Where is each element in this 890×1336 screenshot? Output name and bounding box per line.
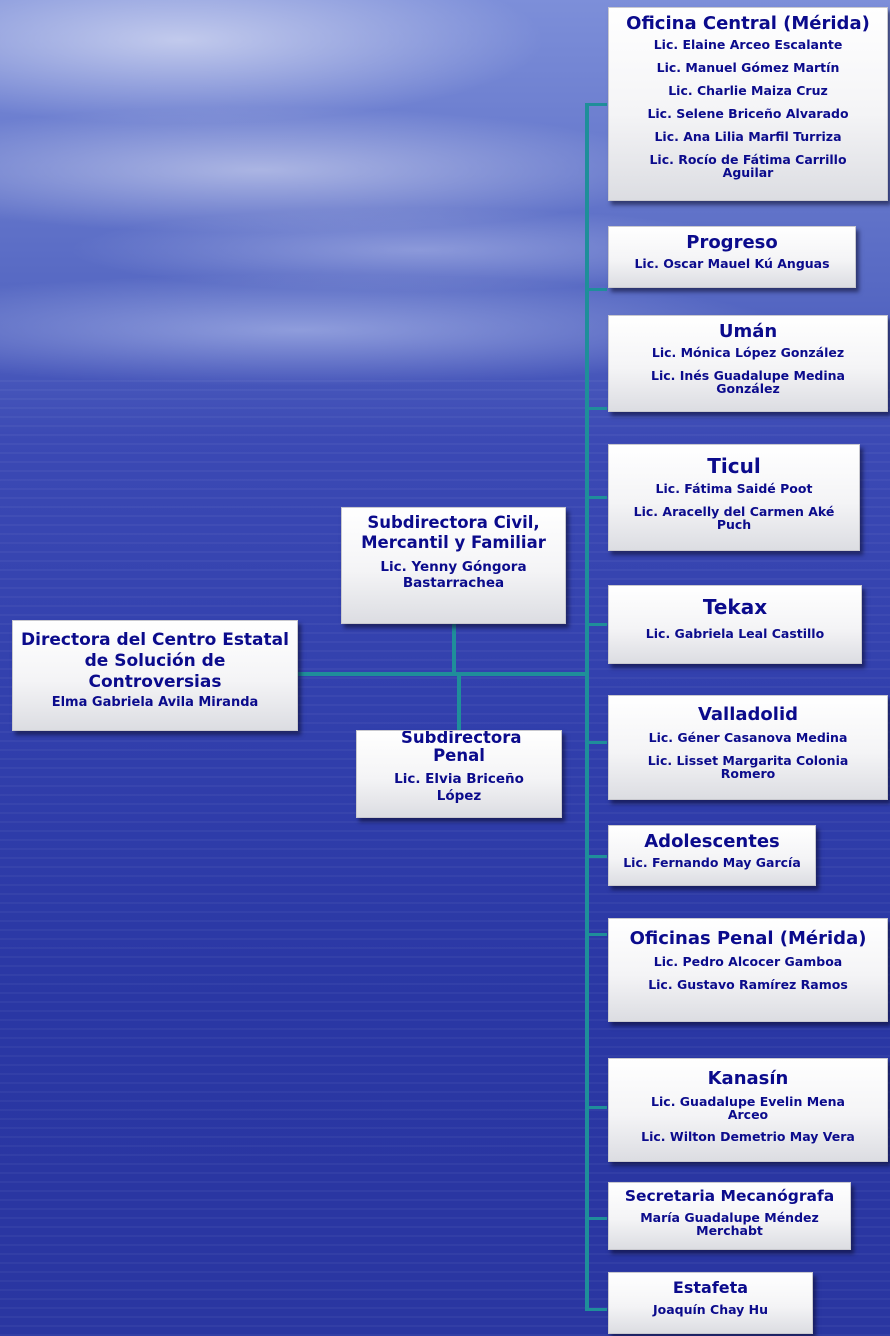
sub-penal-title: Subdirectora Penal xyxy=(401,730,522,765)
office-title: Oficina Central (Mérida) xyxy=(626,13,870,34)
office-box: Ticul Lic. Fátima Saidé Poot Lic. Aracel… xyxy=(608,444,860,551)
director-name: Elma Gabriela Avila Miranda xyxy=(51,695,259,710)
office-person: Lic. Ana Lilia Marfil Turriza xyxy=(654,129,842,144)
office-title: Progreso xyxy=(686,232,778,253)
office-person: Lic. Guadalupe Evelin Mena Arceo xyxy=(651,1094,845,1122)
office-person: Lic. Elaine Arceo Escalante xyxy=(653,37,843,52)
branch-line xyxy=(585,933,607,936)
office-person: Lic. Gustavo Ramírez Ramos xyxy=(648,977,848,992)
sub-penal-box: Subdirectora Penal Lic. Elvia Briceño Ló… xyxy=(356,730,562,818)
office-box: Valladolid Lic. Géner Casanova Medina Li… xyxy=(608,695,888,800)
office-person: Lic. Fátima Saidé Poot xyxy=(655,481,813,496)
sub-civil-name: Lic. Yenny Góngora Bastarrachea xyxy=(380,559,527,591)
office-person: Lic. Rocío de Fátima Carrillo Aguilar xyxy=(649,152,847,180)
office-box: Oficinas Penal (Mérida) Lic. Pedro Alcoc… xyxy=(608,918,888,1022)
director-box: Directora del Centro Estatal de Solución… xyxy=(12,620,298,731)
office-title: Valladolid xyxy=(697,704,799,725)
office-person: Lic. Selene Briceño Alvarado xyxy=(647,106,849,121)
sub-penal-name: Lic. Elvia Briceño López xyxy=(394,771,524,804)
office-title: Oficinas Penal (Mérida) xyxy=(629,928,867,949)
office-person: Lic. Gabriela Leal Castillo xyxy=(645,626,825,641)
trunk-line xyxy=(585,103,589,1311)
branch-line xyxy=(585,103,607,106)
office-title: Ticul xyxy=(707,454,761,478)
director-title: Directora del Centro Estatal de Solución… xyxy=(21,630,289,692)
office-person: Lic. Aracelly del Carmen Aké Puch xyxy=(633,504,835,532)
office-box: Progreso Lic. Oscar Mauel Kú Anguas xyxy=(608,226,856,288)
office-person: Lic. Charlie Maiza Cruz xyxy=(668,83,828,98)
office-person: Lic. Fernando May García xyxy=(623,855,801,870)
office-person: María Guadalupe Méndez Merchabt xyxy=(640,1210,819,1238)
branch-line xyxy=(585,623,607,626)
branch-line xyxy=(585,855,607,858)
office-person: Lic. Inés Guadalupe Medina González xyxy=(650,368,845,396)
office-title: Adolescentes xyxy=(644,831,780,852)
sub-civil-title: Subdirectora Civil, Mercantil y Familiar xyxy=(361,513,546,552)
office-title: Estafeta xyxy=(672,1278,749,1297)
office-title: Tekax xyxy=(702,595,768,619)
office-box: Tekax Lic. Gabriela Leal Castillo xyxy=(608,585,862,664)
penal-connector-line xyxy=(457,674,461,730)
office-box: Estafeta Joaquín Chay Hu xyxy=(608,1272,813,1334)
office-title: Secretaria Mecanógrafa xyxy=(624,1187,835,1205)
office-box: Adolescentes Lic. Fernando May García xyxy=(608,825,816,886)
branch-line xyxy=(585,1217,607,1220)
sub-civil-box: Subdirectora Civil, Mercantil y Familiar… xyxy=(341,507,566,624)
office-person: Lic. Pedro Alcocer Gamboa xyxy=(653,954,843,969)
office-person: Lic. Manuel Gómez Martín xyxy=(656,60,840,75)
branch-line xyxy=(585,496,607,499)
branch-line xyxy=(585,741,607,744)
office-box: Secretaria Mecanógrafa María Guadalupe M… xyxy=(608,1182,851,1250)
branch-line xyxy=(585,1308,607,1311)
main-horizontal-line xyxy=(298,672,589,676)
office-person: Lic. Oscar Mauel Kú Anguas xyxy=(634,256,830,271)
office-box: Kanasín Lic. Guadalupe Evelin Mena Arceo… xyxy=(608,1058,888,1162)
office-person: Lic. Wilton Demetrio May Vera xyxy=(641,1129,855,1144)
office-person: Lic. Mónica López González xyxy=(651,345,845,360)
office-title: Kanasín xyxy=(707,1068,789,1089)
office-box: Oficina Central (Mérida) Lic. Elaine Arc… xyxy=(608,7,888,201)
civil-connector-line xyxy=(452,624,456,674)
office-person: Joaquín Chay Hu xyxy=(652,1302,769,1317)
branch-line xyxy=(585,288,607,291)
branch-line xyxy=(585,1106,607,1109)
branch-line xyxy=(585,407,607,410)
office-title: Umán xyxy=(718,321,778,342)
office-box: Umán Lic. Mónica López González Lic. Iné… xyxy=(608,315,888,412)
office-person: Lic. Lisset Margarita Colonia Romero xyxy=(647,753,849,781)
office-person: Lic. Géner Casanova Medina xyxy=(648,730,848,745)
